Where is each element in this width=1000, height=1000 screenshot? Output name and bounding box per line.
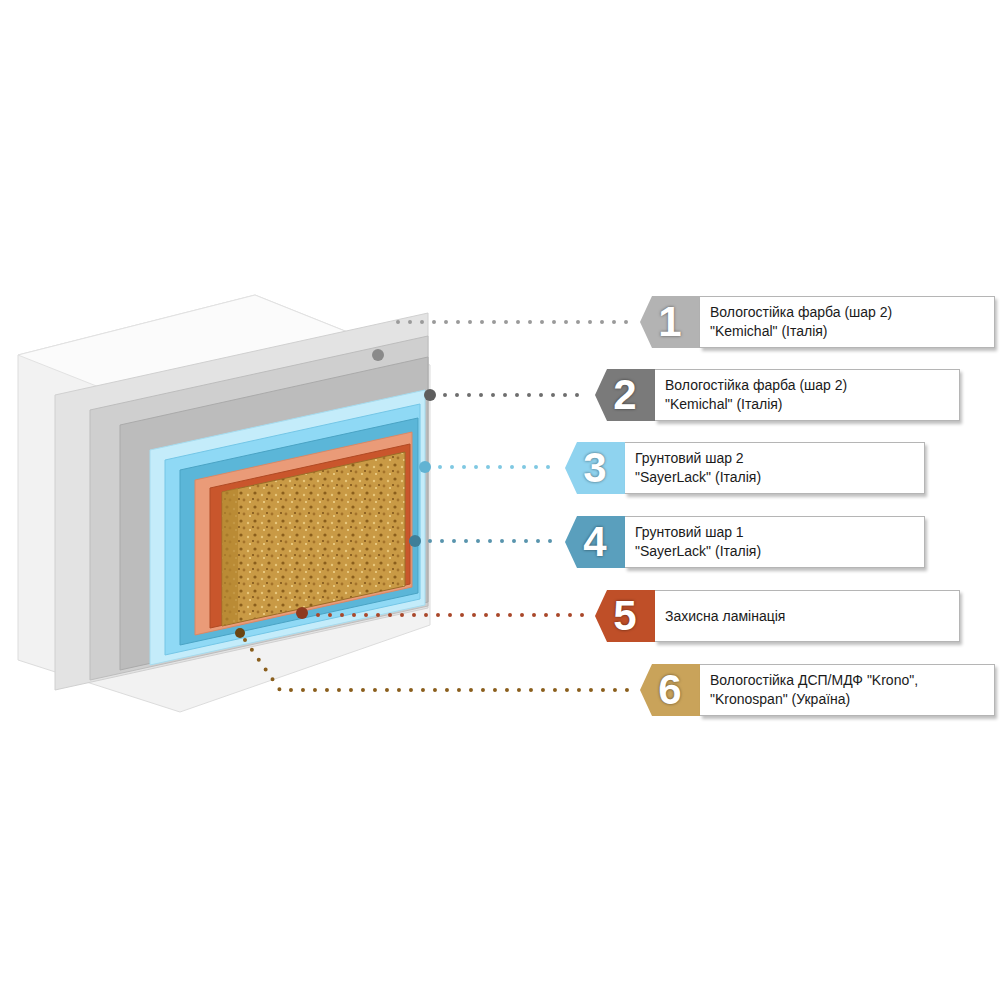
callout-number-text: 5 bbox=[613, 595, 636, 637]
label-box: Захисна ламінація bbox=[655, 590, 960, 642]
callout-number-text: 3 bbox=[583, 447, 606, 489]
callout-number-text: 4 bbox=[583, 521, 606, 563]
layer-label: Захисна ламінація bbox=[665, 607, 915, 626]
callout-tag: 5 Захисна ламінація bbox=[595, 590, 960, 642]
leader-lines bbox=[245, 322, 630, 690]
layer-label: Вологостійка фарба (шар 2) "Kemichal" (І… bbox=[665, 376, 880, 414]
layer-label: Грунтовий шар 2 "SayerLack" (Італія) bbox=[635, 449, 785, 487]
layer-label: Вологостійка ДСП/МДФ "Krono", "Kronospan… bbox=[710, 671, 930, 709]
callout-tag: 3 Грунтовий шар 2 "SayerLack" (Італія) bbox=[565, 442, 925, 494]
callout-tag: 6 Вологостійка ДСП/МДФ "Krono", "Kronospa… bbox=[640, 664, 995, 716]
callout-tag: 4 Грунтовий шар 1 "SayerLack" (Італія) bbox=[565, 516, 925, 568]
callout-number: 2 bbox=[595, 369, 655, 421]
callout-number: 4 bbox=[565, 516, 625, 568]
label-box: Грунтовий шар 2 "SayerLack" (Італія) bbox=[625, 442, 925, 494]
callout-tag: 1 Вологостійка фарба (шар 2) "Kemichal" (… bbox=[640, 296, 995, 348]
board-cutaway bbox=[18, 295, 430, 712]
callout-number-text: 2 bbox=[613, 374, 636, 416]
callout-number: 1 bbox=[640, 296, 700, 348]
label-box: Грунтовий шар 1 "SayerLack" (Італія) bbox=[625, 516, 925, 568]
layer-label: Грунтовий шар 1 "SayerLack" (Італія) bbox=[635, 523, 785, 561]
leader-dots bbox=[235, 349, 436, 638]
callout-tag: 2 Вологостійка фарба (шар 2) "Kemichal" (… bbox=[595, 369, 960, 421]
callout-number-text: 1 bbox=[658, 301, 681, 343]
callout-number: 5 bbox=[595, 590, 655, 642]
callout-number-text: 6 bbox=[658, 669, 681, 711]
label-box: Вологостійка ДСП/МДФ "Krono", "Kronospan… bbox=[700, 664, 995, 716]
callout-number: 6 bbox=[640, 664, 700, 716]
callout-number: 3 bbox=[565, 442, 625, 494]
layer-label: Вологостійка фарба (шар 2) "Kemichal" (І… bbox=[710, 303, 925, 341]
label-box: Вологостійка фарба (шар 2) "Kemichal" (І… bbox=[655, 369, 960, 421]
label-box: Вологостійка фарба (шар 2) "Kemichal" (І… bbox=[700, 296, 995, 348]
